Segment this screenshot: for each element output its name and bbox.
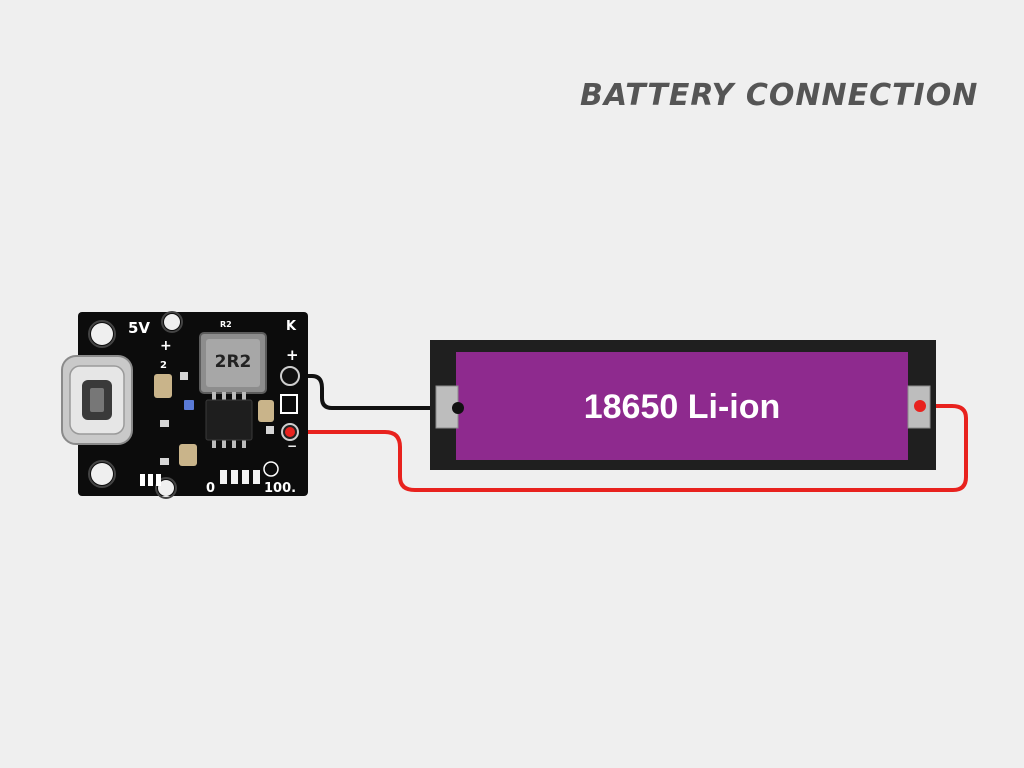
mount-hole xyxy=(91,463,113,485)
capacitor xyxy=(154,374,172,398)
led-gauge: 0 100. xyxy=(206,470,296,496)
resistor xyxy=(160,420,169,427)
positive-wire xyxy=(288,404,968,492)
capacitor xyxy=(179,444,197,466)
negative-wire-start xyxy=(285,371,295,381)
inductor-marking: 2R2 xyxy=(215,352,252,372)
gauge-start-label: 0 xyxy=(206,481,215,496)
positive-wire-start xyxy=(285,427,295,437)
capacitor xyxy=(258,400,274,422)
page-title: BATTERY CONNECTION xyxy=(580,78,979,113)
resistor xyxy=(180,372,188,380)
positive-wire-end xyxy=(914,400,926,412)
plus-marker: + xyxy=(160,338,172,354)
ic-chip xyxy=(205,392,253,448)
k-label: K xyxy=(286,319,297,334)
negative-wire-end xyxy=(452,402,464,414)
usb-c-port-icon xyxy=(61,355,133,445)
negative-wire xyxy=(288,374,460,410)
resistor xyxy=(266,426,274,434)
mount-hole xyxy=(91,323,113,345)
inductor-icon: 2R2 xyxy=(199,332,267,394)
gauge-end-label: 100. xyxy=(264,481,296,496)
resistor xyxy=(160,458,169,465)
voltage-label: 5V xyxy=(128,319,150,337)
battery-minus-marker: − xyxy=(287,439,297,453)
pin-number-label: 2 xyxy=(160,360,167,371)
battery-label: 18650 Li-ion xyxy=(584,388,781,426)
mount-hole xyxy=(164,314,180,330)
mount-hole xyxy=(158,480,174,496)
battery-plus-marker: + xyxy=(286,346,299,364)
terminal-pad xyxy=(280,394,298,414)
led-chip xyxy=(184,400,194,410)
r2-label: R2 xyxy=(220,320,232,329)
solder-pad xyxy=(263,461,279,477)
battery-cell: 18650 Li-ion xyxy=(430,340,936,470)
charger-board: 5V + 2 K R2 + − 2R2 xyxy=(61,311,308,499)
